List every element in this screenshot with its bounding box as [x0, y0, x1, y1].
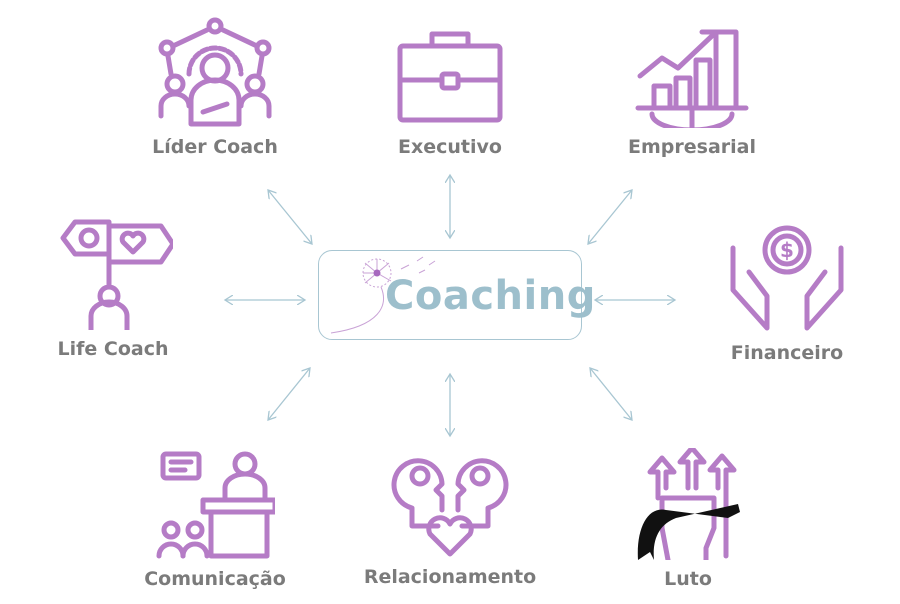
node-executivo: Executivo — [350, 16, 550, 158]
coaching-center-box: Coaching — [318, 250, 595, 340]
node-label: Comunicação — [144, 568, 286, 590]
node-empresarial: Empresarial — [592, 16, 792, 158]
center-label: Coaching — [385, 273, 596, 319]
node-financeiro: $ Financeiro — [687, 222, 887, 364]
arrow-luto — [590, 368, 632, 420]
briefcase-icon — [397, 31, 503, 123]
city-growth-icon — [635, 29, 749, 128]
node-label: Empresarial — [628, 136, 756, 158]
svg-text:$: $ — [780, 238, 794, 262]
fist-ribbon-icon — [637, 448, 740, 560]
node-lider-coach: Líder Coach — [115, 16, 315, 158]
dandelion-logo-icon — [330, 256, 436, 334]
node-label: Financeiro — [730, 342, 844, 364]
node-label: Líder Coach — [152, 136, 278, 158]
arrow-empresarial — [588, 190, 632, 244]
arrow-lider — [268, 190, 312, 244]
leader-team-icon — [158, 17, 272, 127]
node-comunicacao: Comunicação — [115, 448, 315, 590]
node-label: Life Coach — [57, 338, 169, 360]
signpost-person-icon — [60, 219, 173, 330]
node-life-coach: Life Coach — [13, 218, 213, 360]
node-label: Relacionamento — [363, 566, 537, 588]
node-luto: Luto — [588, 448, 788, 590]
speaker-audience-icon — [156, 451, 275, 559]
heads-heart-icon — [391, 458, 509, 557]
arrow-comunicacao — [268, 368, 310, 420]
node-label: Executivo — [398, 136, 502, 158]
node-label: Luto — [664, 568, 712, 590]
node-relacionamento: Relacionamento — [350, 446, 550, 588]
hands-coin-icon: $ — [730, 225, 844, 331]
